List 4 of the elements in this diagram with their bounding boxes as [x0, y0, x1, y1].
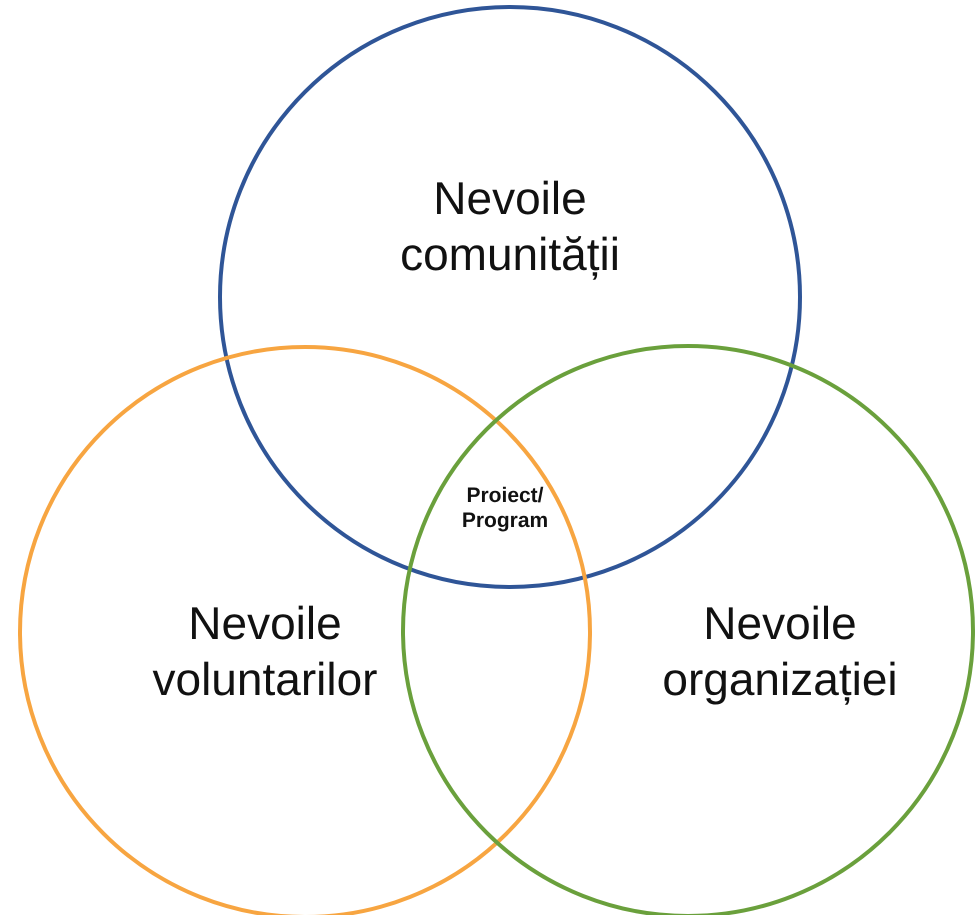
circle-label: Nevoile comunității — [399, 171, 621, 282]
circle-label: Nevoile organizației — [661, 596, 899, 707]
overlap-label: Proiect/ Program — [460, 483, 550, 533]
circle-label: Nevoile voluntarilor — [152, 596, 378, 707]
